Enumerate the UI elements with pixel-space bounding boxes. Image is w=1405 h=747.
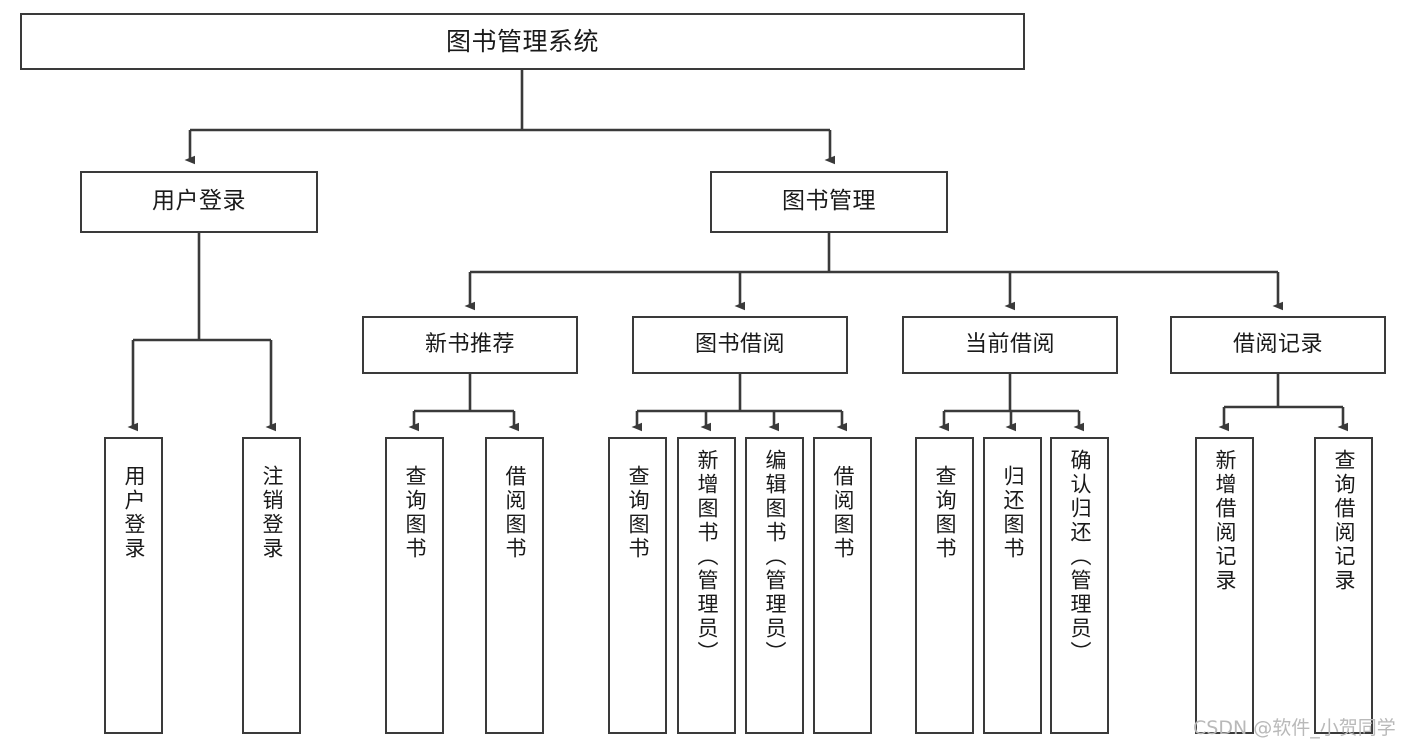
node-root-system[interactable]: 图书管理系统 [20, 13, 1025, 70]
node-current-borrow[interactable]: 当前借阅 [902, 316, 1118, 374]
node-label: 归还图书 [1001, 465, 1025, 561]
leaf-current-return-book[interactable]: 归还图书 [983, 437, 1042, 734]
node-label: 注销登录 [260, 465, 284, 561]
node-borrow-record[interactable]: 借阅记录 [1170, 316, 1386, 374]
node-book-management[interactable]: 图书管理 [710, 171, 948, 233]
node-label: 用户登录 [122, 465, 146, 561]
node-label: 借阅记录 [1232, 332, 1323, 358]
leaf-record-add-record[interactable]: 新增借阅记录 [1195, 437, 1254, 734]
leaf-borrow-query-book[interactable]: 查询图书 [608, 437, 667, 734]
leaf-record-query-record[interactable]: 查询借阅记录 [1314, 437, 1373, 734]
leaf-borrow-borrow-book[interactable]: 借阅图书 [813, 437, 872, 734]
node-label: 用户登录 [152, 188, 246, 215]
node-label: 确认归还（管理员） [1068, 449, 1092, 665]
watermark-text: CSDN @软件_小贺同学 [1193, 717, 1396, 739]
leaf-recommend-query-book[interactable]: 查询图书 [385, 437, 444, 734]
node-label: 查询图书 [626, 465, 650, 561]
node-book-borrow[interactable]: 图书借阅 [632, 316, 848, 374]
node-label: 借阅图书 [503, 465, 527, 561]
node-label: 图书管理系统 [445, 26, 599, 56]
leaf-user-login-login[interactable]: 用户登录 [104, 437, 163, 734]
node-label: 新书推荐 [424, 332, 515, 358]
node-label: 查询图书 [403, 465, 427, 561]
node-label: 查询图书 [933, 465, 957, 561]
node-label: 新增图书（管理员） [695, 449, 719, 665]
node-label: 查询借阅记录 [1332, 449, 1356, 593]
leaf-recommend-borrow-book[interactable]: 借阅图书 [485, 437, 544, 734]
leaf-current-confirm-return[interactable]: 确认归还（管理员） [1050, 437, 1109, 734]
node-label: 当前借阅 [964, 332, 1055, 358]
node-label: 图书管理 [782, 188, 876, 215]
node-user-login[interactable]: 用户登录 [80, 171, 318, 233]
node-label: 编辑图书（管理员） [763, 449, 787, 665]
leaf-borrow-edit-book[interactable]: 编辑图书（管理员） [745, 437, 804, 734]
leaf-current-query-book[interactable]: 查询图书 [915, 437, 974, 734]
node-label: 借阅图书 [831, 465, 855, 561]
leaf-user-login-logout[interactable]: 注销登录 [242, 437, 301, 734]
node-label: 图书借阅 [694, 332, 785, 358]
leaf-borrow-add-book[interactable]: 新增图书（管理员） [677, 437, 736, 734]
node-label: 新增借阅记录 [1213, 449, 1237, 593]
node-new-book-recommend[interactable]: 新书推荐 [362, 316, 578, 374]
